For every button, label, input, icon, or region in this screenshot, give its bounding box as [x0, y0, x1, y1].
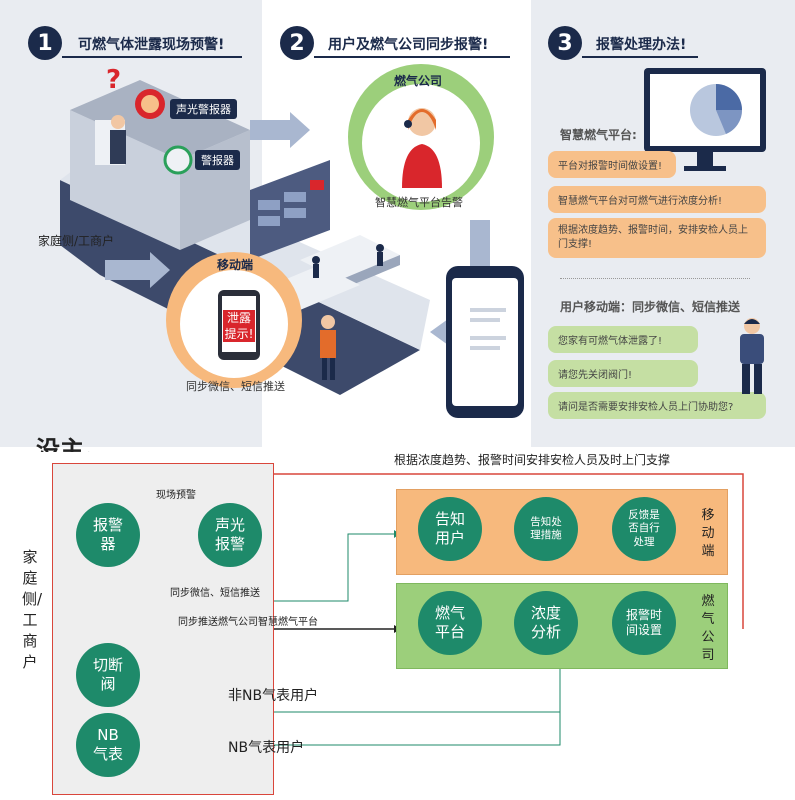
- step3-number: 3: [548, 26, 582, 60]
- mobile-group-label: 移动端: [701, 508, 715, 559]
- left-group-label: 家庭侧/工商户: [22, 548, 43, 671]
- node-concentration-analysis: 浓度分析: [514, 591, 578, 655]
- node-notify-user: 告知用户: [418, 497, 482, 561]
- top-arrow-label: 根据浓度趋势、报警时间安排安检人员及时上门支撑: [394, 453, 671, 467]
- step2-number: 2: [280, 26, 314, 60]
- mobile-heading: 用户移动端：同步微信、短信推送: [560, 300, 741, 314]
- step3-title: 报警处理办法!: [596, 37, 687, 53]
- technician-figure: [740, 318, 764, 394]
- node-nb-meter: NB气表: [76, 713, 140, 777]
- sync-platform-label: 同步推送燃气公司智慧燃气平台: [178, 617, 318, 628]
- pie-chart-icon: [690, 84, 742, 136]
- svg-text:?: ?: [106, 65, 121, 95]
- gas-group-label: 燃气公司: [701, 594, 715, 663]
- node-alarm-time-setting: 报警时间设置: [612, 591, 676, 655]
- node-valve: 切断阀: [76, 643, 140, 707]
- mobile-msg-3: 请问是否需要安排安检人员上门协助您?: [548, 392, 766, 419]
- non-nb-user-label: 非NB气表用户: [228, 688, 319, 704]
- operator-icon: [402, 108, 442, 188]
- platform-msg-1: 平台对报警时间做设置!: [548, 151, 676, 178]
- platform-msg-3: 根据浓度趋势、报警时间，安排安检人员上门支撑!: [548, 218, 766, 258]
- monitor-base: [684, 166, 726, 171]
- mobile-bubble-label: 移动端: [217, 258, 254, 272]
- mobile-msg-2: 请您先关闭阀门!: [548, 360, 698, 387]
- step3-underline: [582, 56, 698, 58]
- mobile-msg-1: 您家有可燃气体泄露了!: [548, 326, 698, 353]
- home-side-label: 家庭侧/工商户: [38, 234, 115, 248]
- step1-title: 可燃气体泄露现场预警!: [78, 37, 225, 53]
- node-feedback: 反馈是否自行处理: [612, 497, 676, 561]
- sync-push-label: 同步微信、短信推送: [186, 380, 285, 393]
- step1-underline: [62, 56, 242, 58]
- alarm-light-tag: 声光警报器: [170, 99, 237, 119]
- top-illustration: 1 可燃气体泄露现场预警! 2 用户及燃气公司同步报警! 3 报警处理办法! ?: [0, 0, 795, 447]
- dotted-divider: [560, 278, 750, 279]
- step2-underline: [314, 56, 510, 58]
- node-notify-measures: 告知处理措施: [514, 497, 578, 561]
- node-sound-light: 声光报警: [198, 503, 262, 567]
- smartphone-screen: [452, 278, 518, 406]
- message-line: [470, 346, 500, 350]
- leak-prompt: 泄露提示!: [223, 310, 255, 342]
- step1-number: 1: [28, 26, 62, 60]
- flow-diagram: 家庭侧/工商户 报警器 声光报警 切断阀 NB气表 现场预警 同步微信、短信推送…: [0, 447, 795, 800]
- step2-title: 用户及燃气公司同步报警!: [328, 37, 489, 53]
- platform-alarm-label: 智慧燃气平台告警: [375, 196, 463, 209]
- node-gas-platform: 燃气平台: [418, 591, 482, 655]
- platform-heading: 智慧燃气平台:: [560, 128, 637, 142]
- platform-msg-2: 智慧燃气平台对可燃气进行浓度分析!: [548, 186, 766, 213]
- node-alarm: 报警器: [76, 503, 140, 567]
- alarm-tag: 警报器: [195, 150, 240, 170]
- sync-push-flow-label: 同步微信、短信推送: [170, 588, 260, 599]
- message-line: [470, 336, 506, 340]
- message-line: [470, 318, 500, 322]
- message-line: [470, 308, 506, 312]
- nb-user-label: NB气表用户: [228, 740, 305, 756]
- monitor-stand: [697, 152, 713, 166]
- onsite-warning-label: 现场预警: [156, 490, 196, 501]
- cut-text: 没主。: [36, 436, 108, 452]
- gas-company-label: 燃气公司: [394, 74, 443, 88]
